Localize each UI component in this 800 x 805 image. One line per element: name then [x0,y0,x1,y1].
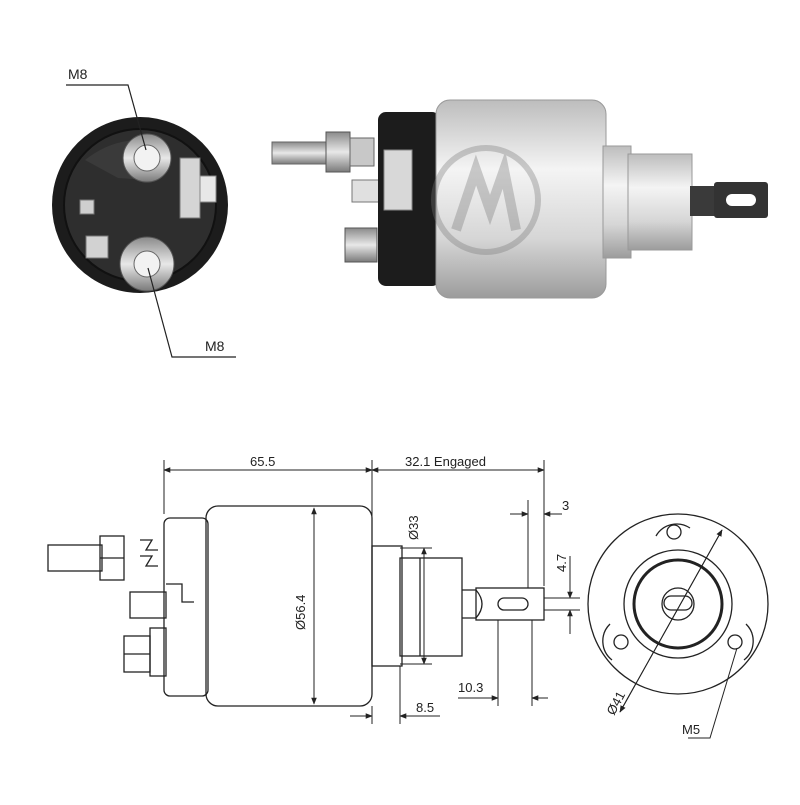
mount-arc-left [602,623,613,661]
dim-tab-width: 4.7 [554,554,569,572]
drawn-plunger-neck [462,589,483,619]
lower-stud-nut [344,227,378,263]
front-plunger-slot [663,595,693,611]
plunger-slot [726,194,756,206]
bottom-stud [133,250,161,278]
mount-arc-right [743,623,754,661]
nose-ring [602,145,632,259]
dim-mount-thread: M5 [682,722,700,737]
label-bottom-thread: M8 [205,338,225,354]
dim-tab-length: 10.3 [458,680,483,695]
cap-terminal [383,149,413,211]
small-terminal [79,199,95,215]
front-plunger-tip [661,587,695,621]
side-view-photo [271,99,768,299]
front-view-drawing [587,513,769,739]
dim-body-length: 65.5 [250,454,275,469]
dim-nose-diameter: Ø33 [406,515,421,540]
drawn-body [205,505,373,707]
watermark-logo [431,145,541,255]
drawn-spade-tab [166,583,194,603]
drawn-plunger-tab [475,587,545,621]
drawn-contact-springs [140,539,158,567]
drawn-plunger-slot [497,597,529,611]
spade-terminal [179,157,201,219]
spade-tab [199,175,217,203]
side-spade [351,179,383,203]
drawn-nose [371,545,403,667]
dim-engaged-travel: 32.1 Engaged [405,454,486,469]
threaded-stud [271,141,333,165]
stud-nut [325,131,351,173]
drawn-spade [129,591,167,619]
drawn-threaded-stud [47,544,103,572]
front-nose-outer [623,549,733,659]
dim-tab-thickness: 3 [562,498,569,513]
leader-top [66,84,147,151]
front-nose-inner [632,558,724,650]
dim-nose-length: 8.5 [416,700,434,715]
mount-hole-left [613,634,629,650]
mount-hole-top [666,524,682,540]
drawn-end-cap [163,517,209,697]
stud-washer [349,137,375,167]
dim-body-diameter: Ø56.4 [293,595,308,630]
label-top-thread: M8 [68,66,88,82]
top-stud [133,144,161,172]
side-dimension-lines [163,460,580,724]
drawn-plunger-housing [399,557,463,657]
mount-hole-right [727,634,743,650]
end-view-photo: M8 M8 [52,66,236,358]
lower-terminal [85,235,109,259]
plunger-rod [690,186,718,216]
mount-arc-top [655,523,691,537]
front-flange [587,513,769,695]
leader-mount-thread [688,647,738,739]
side-view-drawing [47,505,545,707]
plunger-housing [627,153,693,251]
leader-bottom [147,267,236,358]
